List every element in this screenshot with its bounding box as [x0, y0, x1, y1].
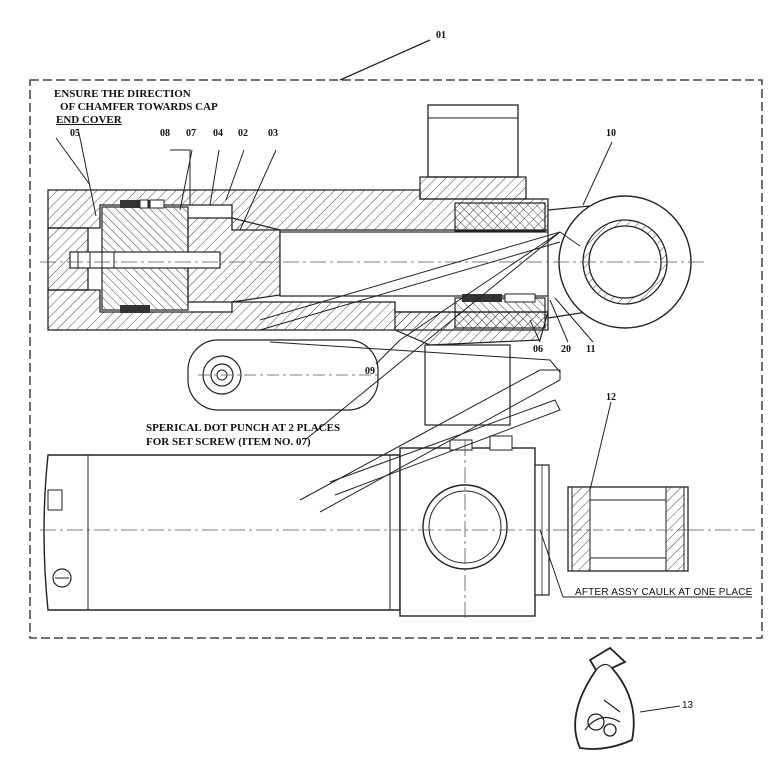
set-screw	[69, 251, 221, 269]
chamfer-note-line3: END COVER	[56, 114, 122, 126]
callout-13: 13	[682, 700, 694, 711]
cylinder-section-view	[40, 104, 705, 346]
punch-note-line1: SPERICAL DOT PUNCH AT 2 PLACES	[146, 422, 341, 434]
leader-01	[339, 39, 431, 81]
callout-02: 02	[238, 128, 248, 139]
callout-04: 04	[213, 128, 223, 139]
chamfer-note-line2: OF CHAMFER TOWARDS CAP	[60, 101, 218, 113]
callout-11: 11	[586, 344, 596, 355]
punch-note-line2: FOR SET SCREW (ITEM NO. 07)	[146, 436, 311, 448]
chamfer-note-line1: ENSURE THE DIRECTION	[54, 88, 191, 100]
bushing-detail	[567, 486, 690, 572]
rod-housing-outline	[187, 339, 511, 426]
callout-07: 07	[186, 128, 196, 139]
callout-05: 05	[70, 128, 80, 139]
callout-01: 01	[436, 30, 446, 41]
callout-03: 03	[268, 128, 278, 139]
gland-top	[454, 202, 546, 232]
leader-lines	[55, 129, 752, 713]
callout-12: 12	[606, 392, 616, 403]
callout-06: 06	[533, 344, 543, 355]
rod-eye-bore	[588, 225, 662, 299]
callout-10: 10	[606, 128, 616, 139]
caulk-note: AFTER ASSY CAULK AT ONE PLACE	[575, 587, 753, 598]
callout-08: 08	[160, 128, 170, 139]
callout-20: 20	[561, 344, 571, 355]
parts-bag-icon	[574, 646, 635, 750]
port-boss	[427, 104, 519, 178]
callout-09: 09	[365, 366, 375, 377]
assembly-boundary	[29, 79, 763, 639]
